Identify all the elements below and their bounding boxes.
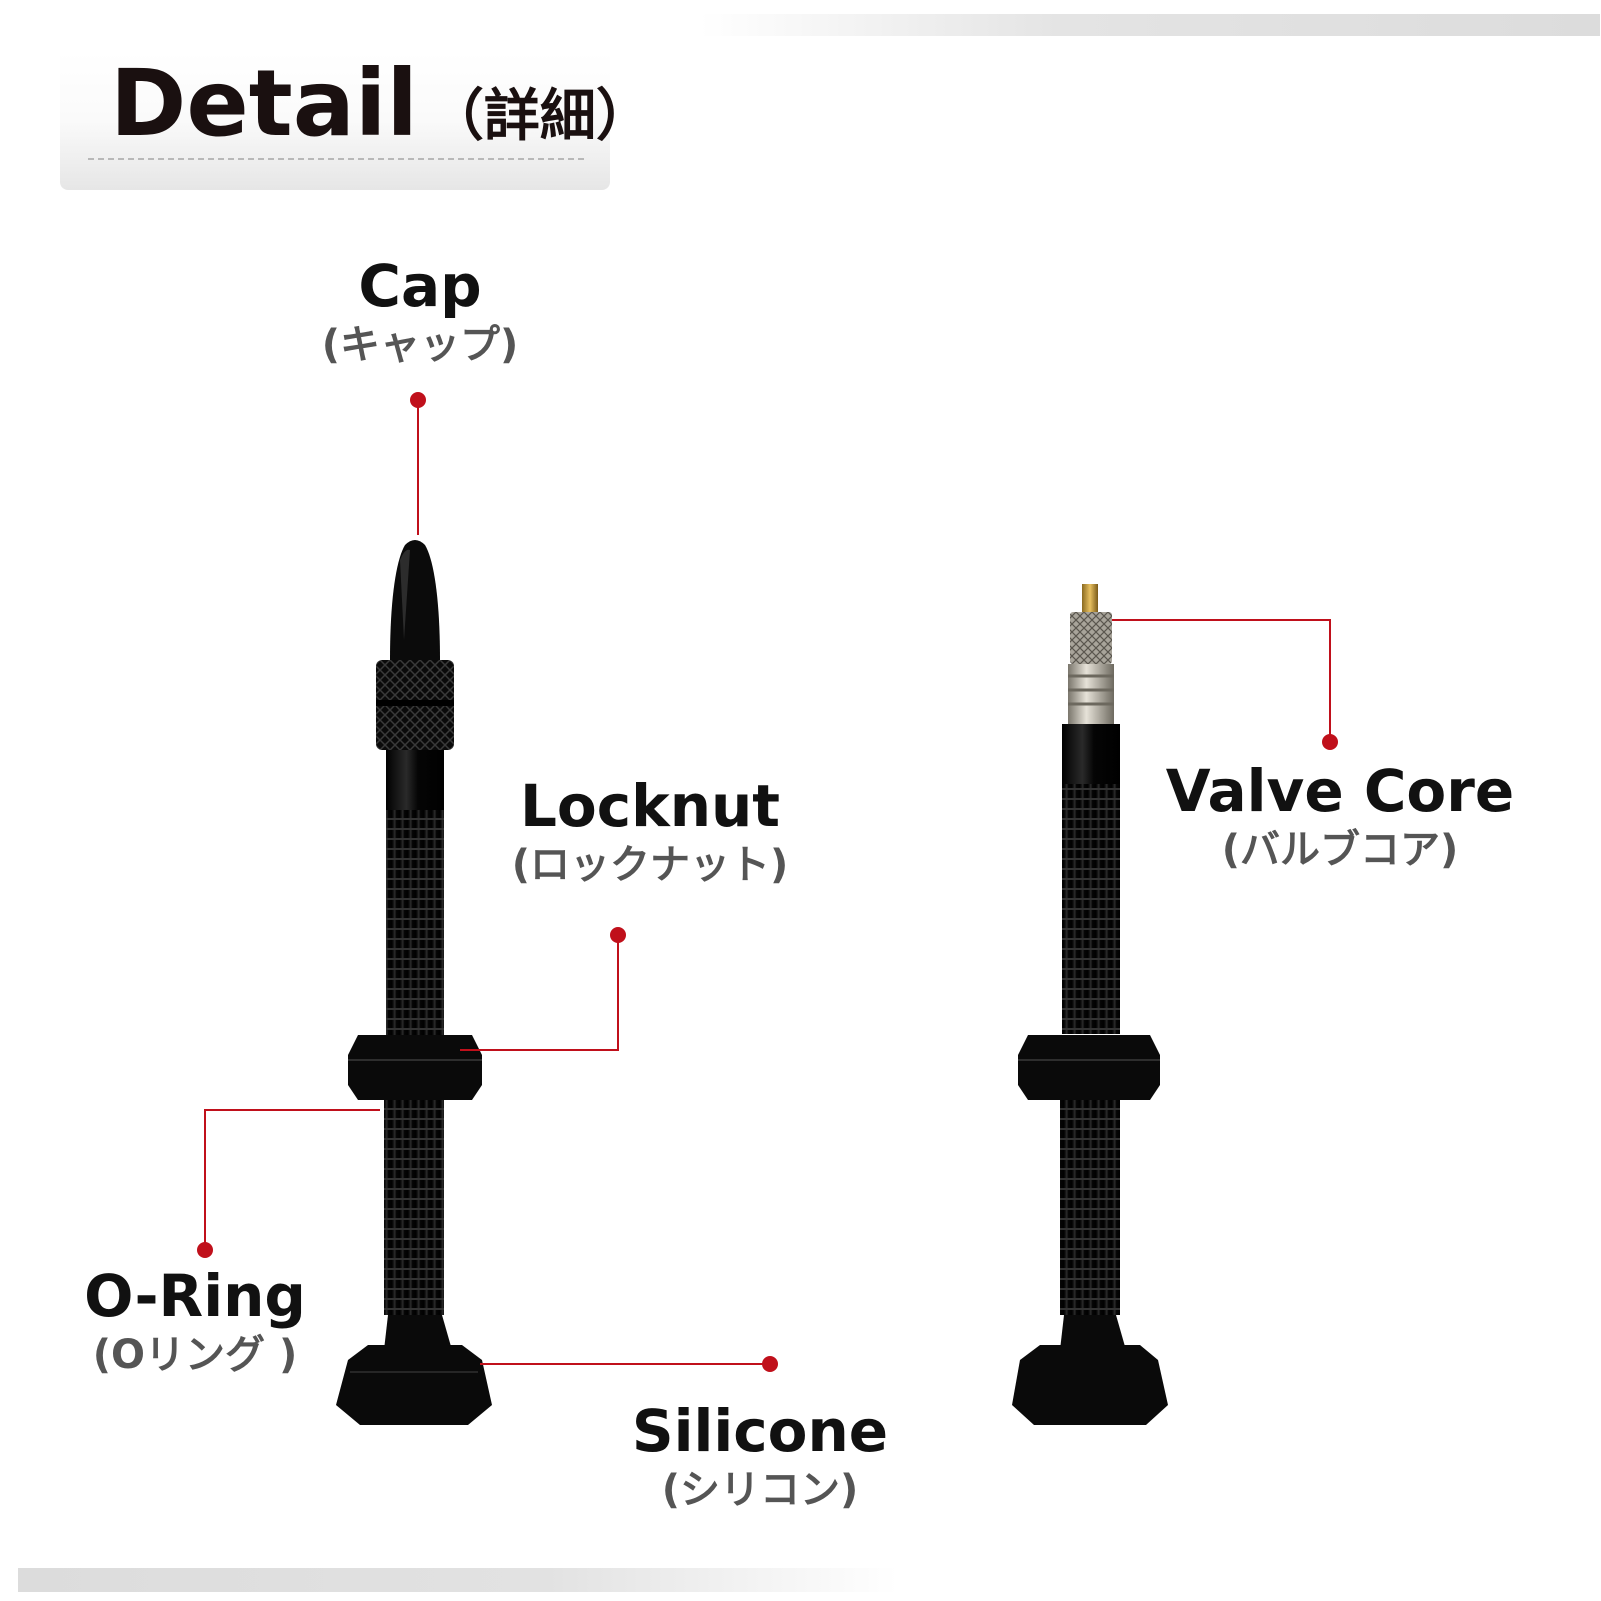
top-decor-bar — [700, 14, 1600, 36]
core-pin — [1082, 584, 1098, 614]
core-knurl — [1070, 612, 1112, 664]
valve-core-dot — [1322, 734, 1338, 750]
header-box — [60, 52, 610, 190]
cap-dot — [410, 392, 426, 408]
label-valve-core-jp: (バルブコア) — [1221, 826, 1459, 873]
callout-lines — [204, 400, 1331, 1365]
right-valve — [1012, 584, 1168, 1425]
label-valve-core: Valve Core (バルブコア) — [1150, 757, 1530, 876]
left-shaft-threads — [386, 810, 444, 1035]
label-locknut-en: Locknut — [519, 772, 781, 840]
label-silicone-en: Silicone — [631, 1397, 889, 1465]
page-title: Detail（詳細） — [110, 58, 652, 150]
label-cap: Cap (キャップ) — [300, 252, 540, 371]
silicone-base — [336, 1345, 492, 1425]
right-locknut — [1018, 1035, 1160, 1100]
label-cap-en: Cap — [358, 252, 482, 320]
title-en: Detail — [110, 50, 418, 157]
locknut — [348, 1035, 482, 1100]
silicone-dot — [762, 1356, 778, 1372]
core-body — [1068, 664, 1114, 724]
right-silicone-base — [1012, 1345, 1168, 1425]
locknut-dot — [610, 927, 626, 943]
label-locknut-jp: (ロックナット) — [511, 841, 789, 888]
label-silicone-jp: (シリコン) — [661, 1466, 859, 1513]
bottom-decor-bar — [18, 1568, 898, 1592]
title-jp: （詳細） — [427, 84, 652, 149]
label-locknut: Locknut (ロックナット) — [505, 772, 795, 891]
left-valve — [336, 540, 492, 1425]
label-valve-core-en: Valve Core — [1165, 757, 1515, 825]
label-oring-en: O-Ring — [84, 1262, 306, 1330]
header-divider — [88, 158, 584, 160]
label-oring-jp: (Oリング ) — [92, 1331, 298, 1378]
callout-dots — [197, 392, 1338, 1372]
cap-tip — [390, 540, 440, 660]
label-silicone: Silicone (シリコン) — [610, 1397, 910, 1516]
label-oring: O-Ring (Oリング ) — [60, 1262, 330, 1381]
oring-dot — [197, 1242, 213, 1258]
label-cap-jp: (キャップ) — [321, 321, 519, 368]
